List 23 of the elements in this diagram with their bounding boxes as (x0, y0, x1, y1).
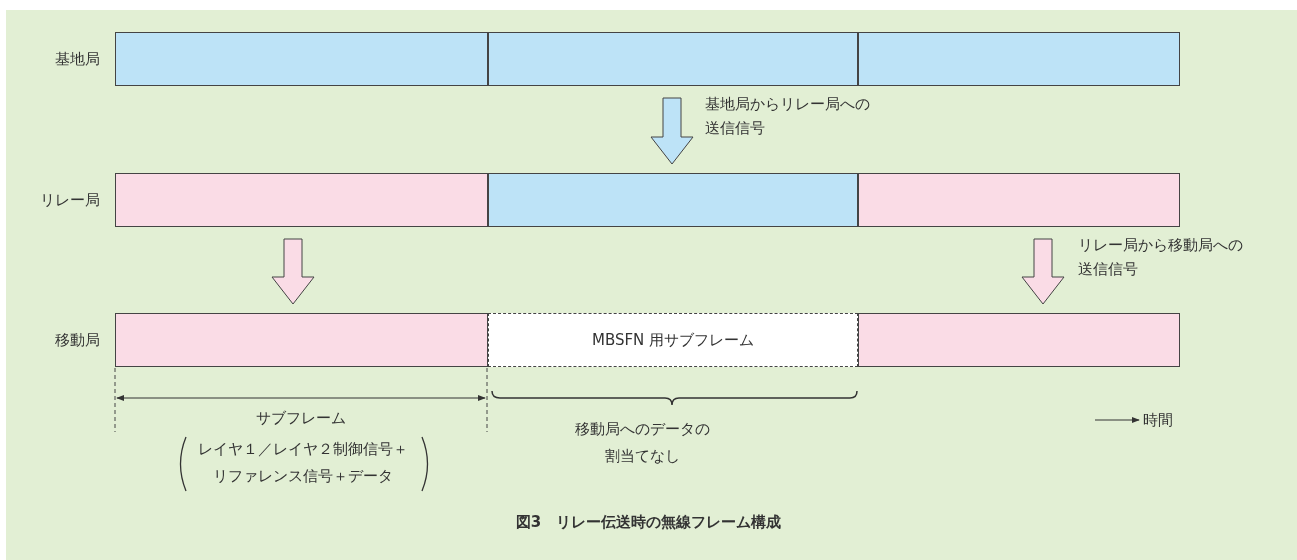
row-label: 移動局 (54, 330, 100, 351)
block-arrow (271, 238, 315, 305)
subframe-box (488, 32, 858, 86)
subframe-box (858, 173, 1180, 227)
dimension-label: サブフレーム (255, 408, 347, 429)
row-label: リレー局 (39, 190, 100, 211)
block-arrow (650, 97, 694, 165)
edge-label: リレー局から移動局への送信信号 (1078, 235, 1243, 280)
note-text: レイヤ１／レイヤ２制御信号＋リファレンス信号＋データ (197, 439, 409, 487)
subframe-box (488, 173, 858, 227)
figure-caption: 図3 リレー伝送時の無線フレーム構成 (514, 512, 783, 533)
subframe-box (858, 313, 1180, 367)
brace-label: 移動局へのデータの割当てなし (575, 419, 710, 467)
edge-label: 基地局からリレー局への送信信号 (705, 94, 870, 139)
subframe-box (115, 313, 488, 367)
subframe-box (488, 313, 858, 367)
subframe-box (858, 32, 1180, 86)
block-arrow (1021, 238, 1065, 305)
subframe-box (115, 173, 488, 227)
subframe-label: MBSFN 用サブフレーム (591, 330, 755, 350)
row-label: 基地局 (54, 49, 100, 70)
subframe-box (115, 32, 488, 86)
time-label: 時間 (1143, 410, 1173, 431)
